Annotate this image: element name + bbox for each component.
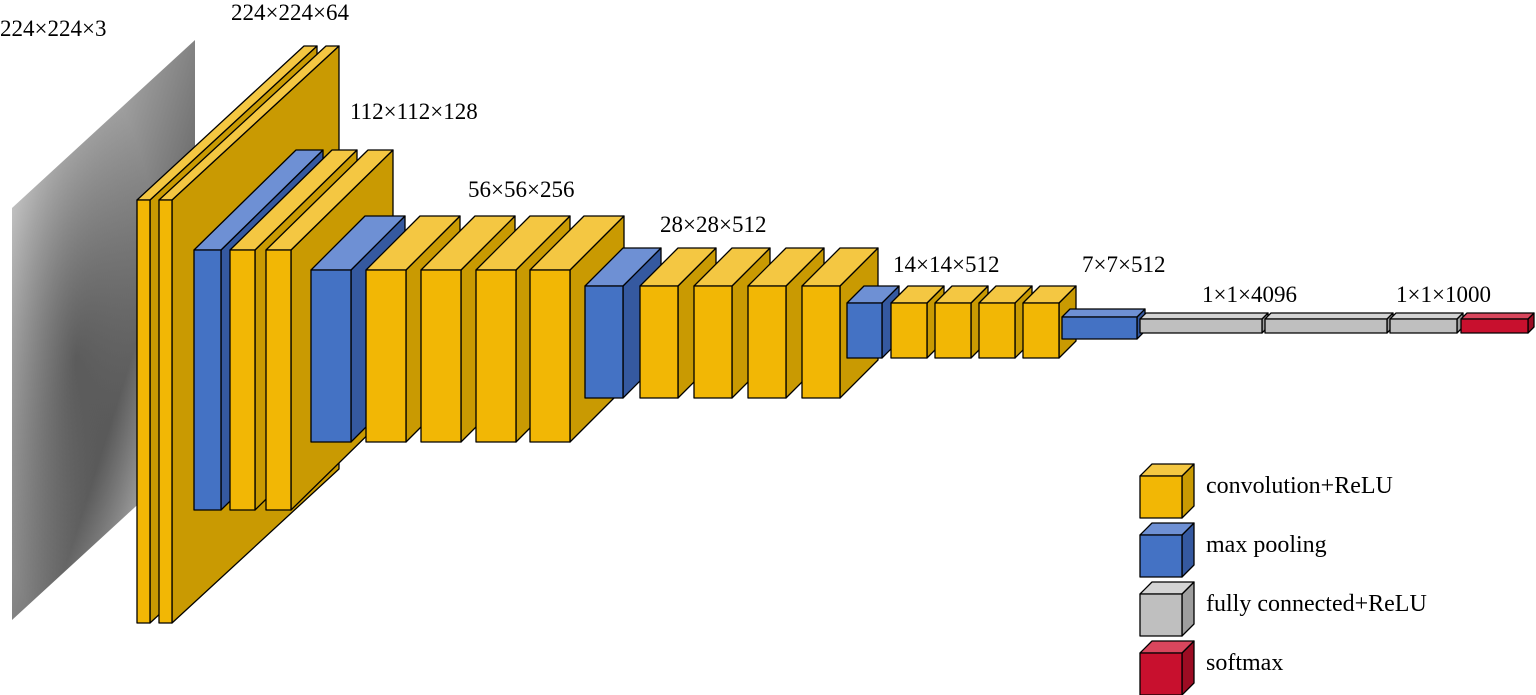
fc3-layer <box>1389 312 1464 334</box>
network-layers <box>136 45 1535 624</box>
legend-label-max-pooling: max pooling <box>1206 532 1327 558</box>
label-7x7x512: 7×7×512 <box>1082 252 1165 277</box>
label-28x28x512: 28×28×512 <box>660 212 766 237</box>
dimension-labels: 224×224×3 224×224×64 112×112×128 56×56×2… <box>0 0 1491 307</box>
pooling-cube-icon <box>1139 522 1195 578</box>
label-input-224x224x3: 224×224×3 <box>0 16 106 41</box>
pooling-cube-icon-shape <box>1139 522 1195 578</box>
legend-label-softmax: softmax <box>1206 650 1283 676</box>
legend-label-convolution: convolution+ReLU <box>1206 473 1393 499</box>
softmax-layer <box>1460 312 1535 334</box>
label-1x1x4096: 1×1×4096 <box>1202 282 1297 307</box>
label-56x56x256: 56×56×256 <box>468 177 574 202</box>
pool5-layer <box>1061 308 1146 340</box>
convolution-cube-icon-shape <box>1139 463 1195 519</box>
label-1x1x1000: 1×1×1000 <box>1396 282 1491 307</box>
convolution-cube-icon <box>1139 463 1195 519</box>
softmax-cube-icon-shape <box>1139 640 1195 695</box>
label-112x112x128: 112×112×128 <box>350 99 478 124</box>
legend: convolution+ReLU max pooling fully conne… <box>1139 463 1427 695</box>
conv5-4-layer <box>1022 285 1077 359</box>
fc1-layer <box>1139 312 1269 334</box>
label-14x14x512: 14×14×512 <box>893 252 999 277</box>
fully-connected-cube-icon <box>1139 581 1195 637</box>
fc2-layer <box>1264 312 1394 334</box>
softmax-cube-icon <box>1139 640 1195 695</box>
legend-label-fully-connected: fully connected+ReLU <box>1206 591 1427 617</box>
fully-connected-cube-icon-shape <box>1139 581 1195 637</box>
label-224x224x64: 224×224×64 <box>231 0 349 25</box>
